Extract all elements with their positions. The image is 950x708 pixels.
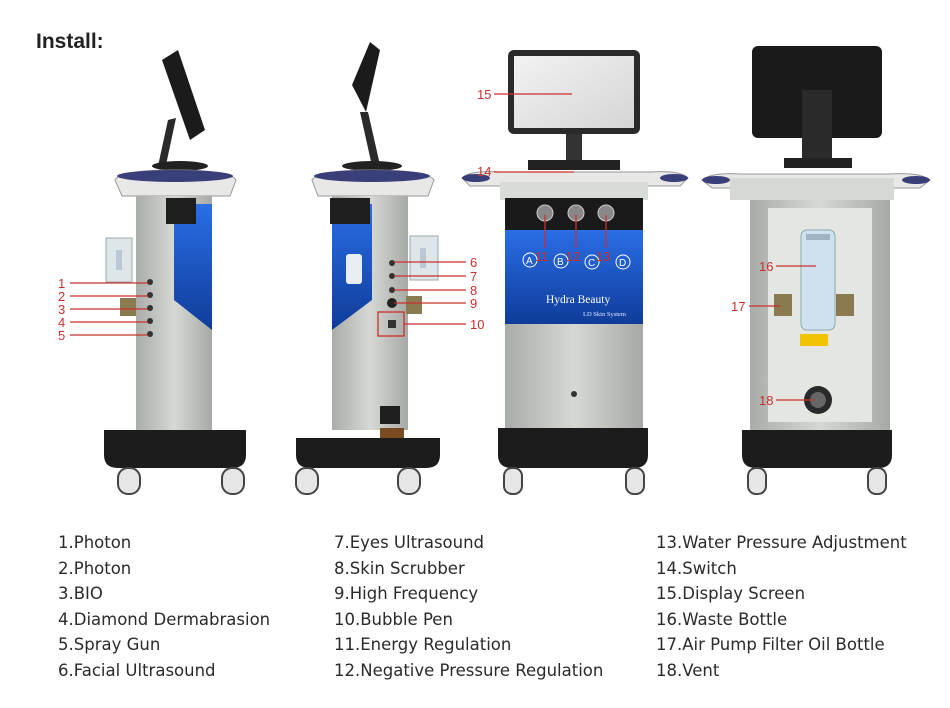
legend-item: 5.Spray Gun: [58, 635, 161, 655]
callout-18: 18: [759, 393, 773, 408]
legend-column-1: 1.Photon 2.Photon 3.BIO 4.Diamond Dermab…: [58, 530, 270, 684]
back-view: [701, 46, 931, 495]
callout-9: 9: [470, 296, 477, 311]
legend-item: 4.Diamond Dermabrasion: [58, 609, 271, 629]
legend-item: 13.Water Pressure Adjustment: [656, 533, 907, 552]
callout-2: 2: [58, 289, 65, 304]
legend-item: 1.Photon: [58, 533, 132, 552]
legend-item: 14.Switch: [656, 558, 737, 578]
panel-letter-a: A: [526, 256, 533, 267]
callout-13: 13: [596, 249, 610, 264]
legend-item: 3.BIO: [58, 584, 103, 604]
panel-letter-c: C: [588, 258, 595, 269]
legend: 1.Photon 2.Photon 3.BIO 4.Diamond Dermab…: [0, 530, 950, 700]
panel-letter-b: B: [557, 257, 564, 268]
callouts: 1 2 3 4 5 6 7 8 9 10 11 12 13 14 15 16 1…: [58, 87, 816, 408]
legend-item: 16.Waste Bottle: [656, 609, 788, 629]
legend-item: 10.Bubble Pen: [334, 609, 453, 629]
callout-4: 4: [58, 315, 65, 330]
front-view: A B C D Hydra Beauty LD Skin System: [461, 50, 689, 495]
front-panel-brand: Hydra Beauty: [546, 294, 610, 306]
legend-item: 2.Photon: [58, 558, 132, 578]
legend-item: 11.Energy Regulation: [334, 635, 512, 655]
legend-column-3: 13.Water Pressure Adjustment 14.Switch 1…: [656, 530, 907, 684]
machine-views-figure: A B C D Hydra Beauty LD Skin System: [58, 42, 931, 495]
callout-15: 15: [477, 87, 491, 102]
legend-item: 7.Eyes Ultrasound: [334, 533, 485, 552]
callout-11: 11: [535, 249, 549, 264]
callout-3: 3: [58, 302, 65, 317]
side-view-right: [295, 42, 440, 495]
panel-letter-d: D: [619, 258, 626, 269]
front-panel-sub: LD Skin System: [583, 311, 626, 318]
callout-17: 17: [731, 299, 745, 314]
callout-7: 7: [470, 269, 477, 284]
legend-item: 15.Display Screen: [656, 584, 806, 604]
legend-item: 6.Facial Ultrasound: [58, 660, 216, 680]
page-title: Install:: [36, 30, 104, 53]
callout-16: 16: [759, 259, 773, 274]
legend-item: 17.Air Pump Filter Oil Bottle: [656, 635, 885, 655]
side-view-left: [104, 50, 246, 495]
panel-letters: A B C D: [522, 252, 631, 270]
callout-10: 10: [470, 317, 484, 332]
callout-1: 1: [58, 276, 65, 291]
callout-12: 12: [566, 249, 580, 264]
legend-item: 9.High Frequency: [334, 584, 479, 604]
callout-6: 6: [470, 255, 477, 270]
legend-item: 18.Vent: [656, 660, 720, 680]
callout-8: 8: [470, 283, 477, 298]
callout-5: 5: [58, 328, 65, 343]
callout-14: 14: [477, 164, 491, 179]
legend-column-2: 7.Eyes Ultrasound 8.Skin Scrubber 9.High…: [334, 530, 603, 684]
legend-item: 12.Negative Pressure Regulation: [334, 660, 604, 680]
legend-item: 8.Skin Scrubber: [334, 558, 465, 578]
